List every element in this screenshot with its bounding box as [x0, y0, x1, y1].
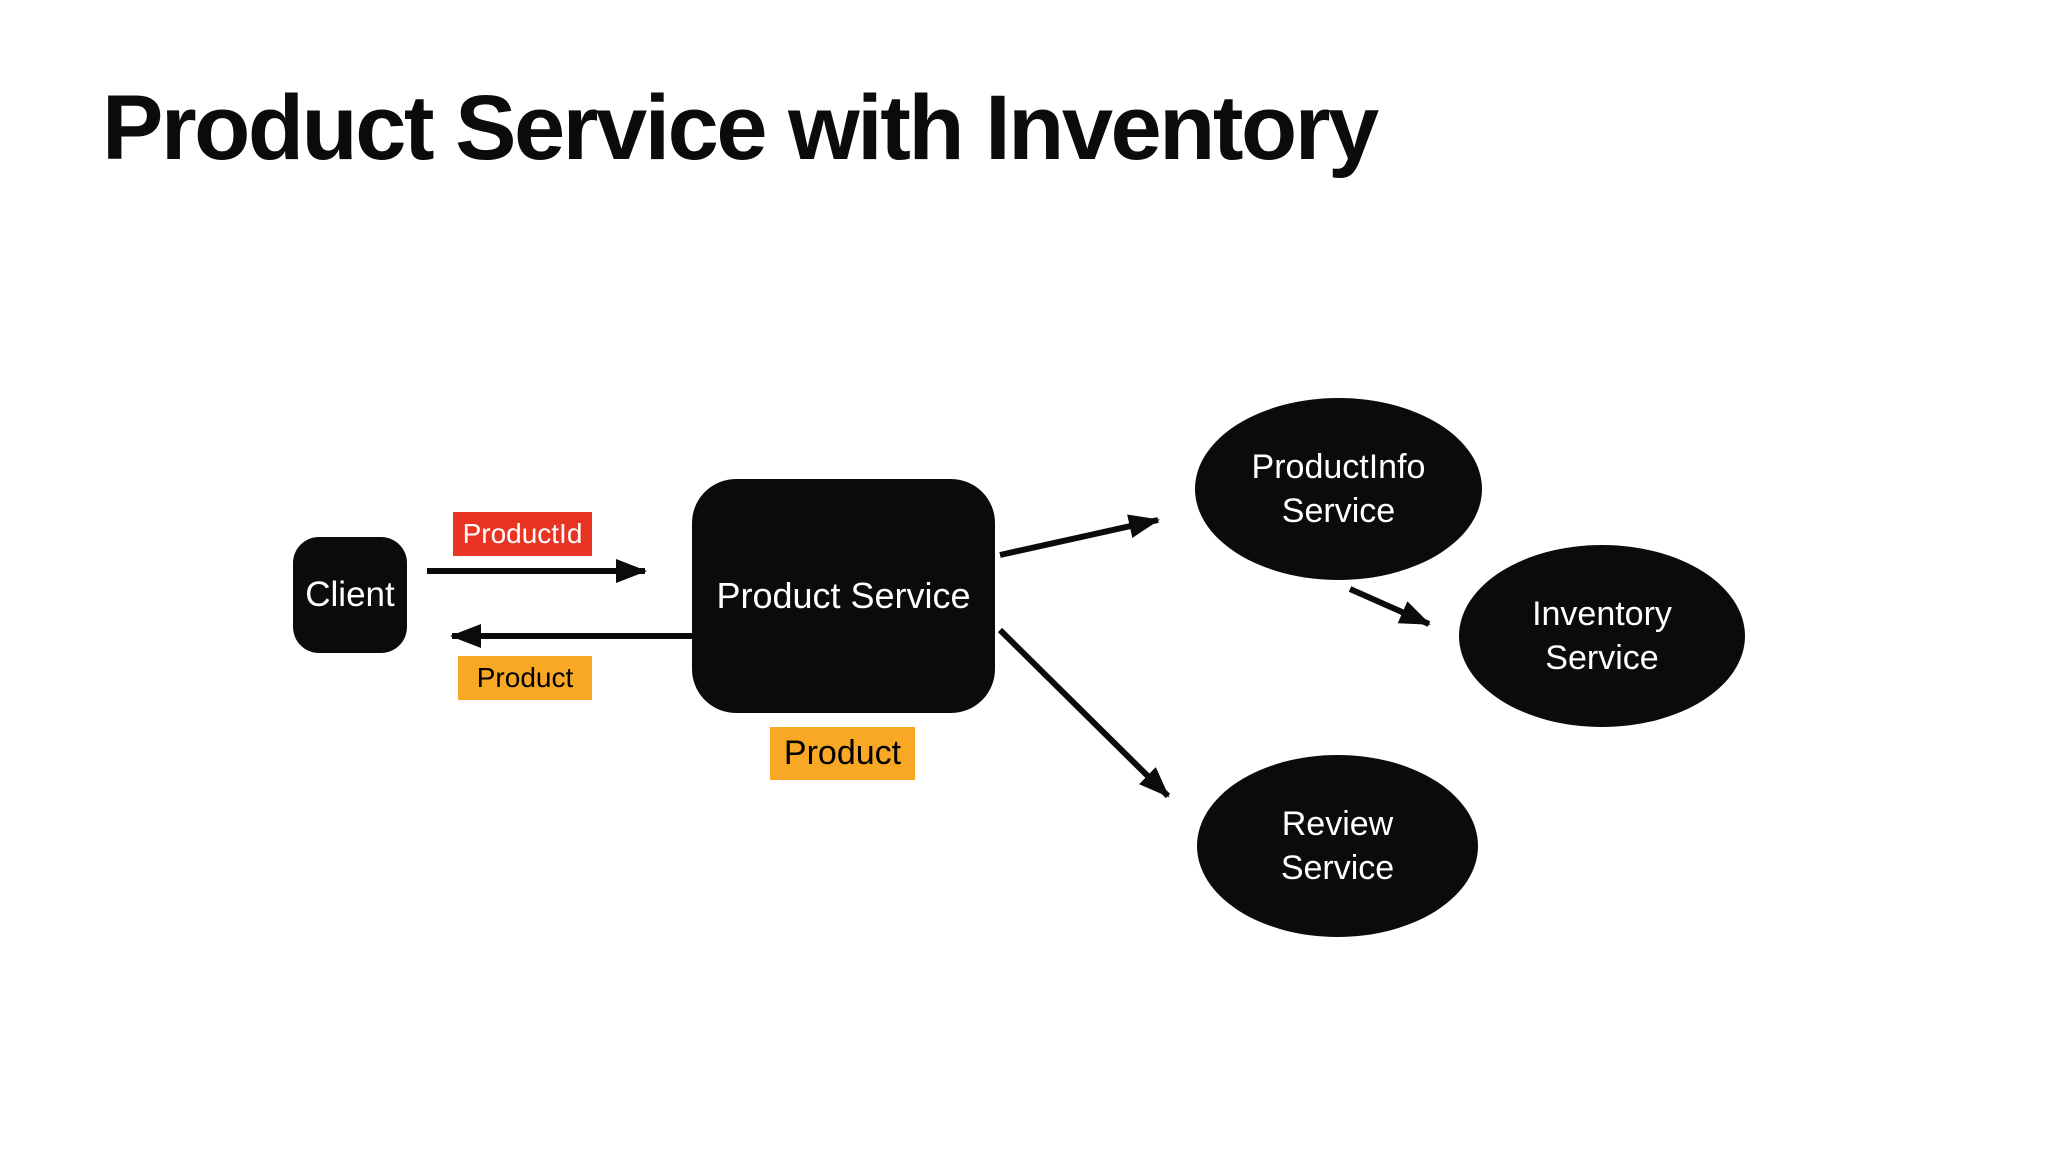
node-product-service: Product Service — [692, 479, 995, 713]
edge-product-service-to-productinfo — [999, 514, 1160, 558]
label-product-output: Product — [770, 727, 915, 780]
edge-label-productid: ProductId — [453, 512, 592, 556]
node-client-label: Client — [305, 575, 395, 614]
node-review-service-label: Review Service — [1280, 805, 1395, 887]
node-client: Client — [293, 537, 407, 653]
node-productinfo-service: ProductInfo Service — [1195, 398, 1482, 580]
edge-product-service-to-review — [997, 627, 1171, 799]
node-productinfo-service-label: ProductInfo Service — [1251, 448, 1426, 530]
node-inventory-service: Inventory Service — [1459, 545, 1745, 727]
node-inventory-service-label: Inventory Service — [1532, 595, 1672, 677]
node-review-service: Review Service — [1197, 755, 1478, 937]
edge-label-product-response: Product — [458, 656, 592, 700]
page-title: Product Service with Inventory — [102, 77, 1379, 179]
edge-productinfo-to-inventory — [1348, 586, 1431, 627]
node-product-service-label: Product Service — [716, 575, 971, 616]
